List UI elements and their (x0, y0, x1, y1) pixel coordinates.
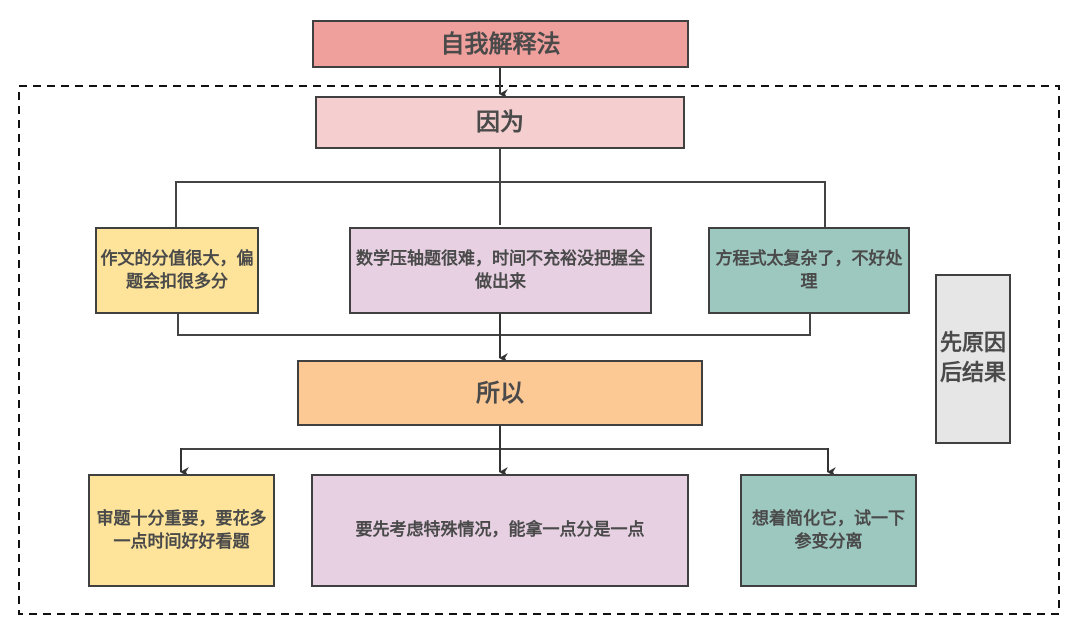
result-box-3: 想着简化它，试一下参变分离 (740, 474, 917, 587)
result-box-2: 要先考虑特殊情况，能拿一点分是一点 (311, 474, 689, 587)
so-box: 所以 (297, 360, 703, 426)
title-box: 自我解释法 (312, 20, 689, 68)
cause-box-3: 方程式太复杂了，不好处理 (708, 227, 910, 314)
because-label: 因为 (476, 108, 524, 137)
cause-text-2: 数学压轴题很难，时间不充裕没把握全做出来 (356, 248, 645, 292)
so-label: 所以 (476, 378, 524, 407)
dashed-group-frame (18, 85, 1060, 615)
result-text-1: 审题十分重要，要花多一点时间好好看题 (96, 508, 267, 552)
title-text: 自我解释法 (440, 29, 561, 58)
because-box: 因为 (315, 96, 685, 149)
side-note-box: 先原因后结果 (935, 274, 1011, 444)
result-text-3: 想着简化它，试一下参变分离 (752, 508, 905, 552)
cause-box-2: 数学压轴题很难，时间不充裕没把握全做出来 (349, 227, 652, 314)
result-box-1: 审题十分重要，要花多一点时间好好看题 (88, 474, 275, 587)
cause-box-1: 作文的分值很大，偏题会扣很多分 (95, 227, 259, 314)
result-text-2: 要先考虑特殊情况，能拿一点分是一点 (355, 520, 645, 541)
side-note-text: 先原因后结果 (940, 331, 1007, 386)
cause-text-1: 作文的分值很大，偏题会扣很多分 (100, 248, 254, 292)
cause-text-3: 方程式太复杂了，不好处理 (715, 248, 903, 292)
